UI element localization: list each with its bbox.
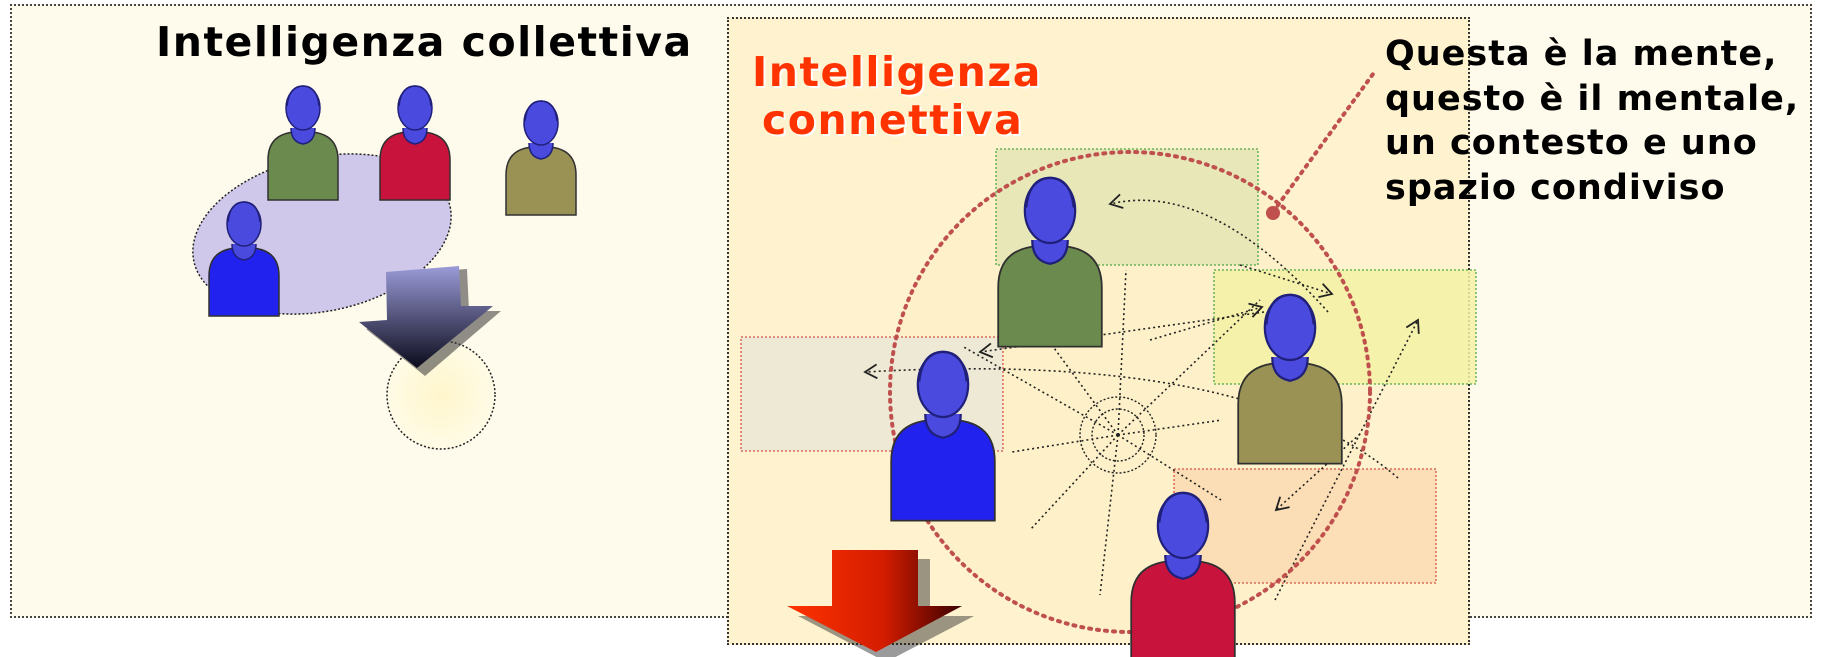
title-collective-intelligence: Intelligenza collettiva	[156, 18, 693, 66]
down-arrow-dark	[359, 266, 501, 376]
callout-line-3: un contesto e uno	[1385, 123, 1758, 163]
person-red-icon	[379, 85, 451, 201]
callout-text: Questa è la mente, questo è il mentale, …	[1385, 32, 1799, 210]
person-green-icon	[267, 85, 339, 201]
center-node-inner	[1091, 408, 1145, 462]
context-red	[1173, 468, 1437, 584]
title-connective-intelligence: Intelligenza connettiva	[752, 48, 1042, 144]
callout-leader	[1271, 72, 1375, 214]
title-connective-line-1: Intelligenza	[752, 48, 1042, 96]
center-node-outer	[1079, 396, 1157, 474]
person-olive-icon	[505, 100, 577, 216]
callout-line-1: Questa è la mente,	[1385, 34, 1778, 74]
connective-group	[740, 72, 1477, 657]
callout-anchor-dot	[1266, 206, 1280, 220]
result-circle	[386, 340, 496, 450]
connection-arrows	[863, 193, 1420, 601]
title-connective-line-2: connettiva	[762, 96, 1024, 144]
callout-line-4: spazio condiviso	[1385, 167, 1726, 208]
shared-space-circle	[888, 150, 1372, 634]
collective-group	[192, 85, 577, 450]
down-arrow-red	[787, 550, 974, 657]
callout-line-2: questo è il mentale,	[1385, 78, 1800, 119]
